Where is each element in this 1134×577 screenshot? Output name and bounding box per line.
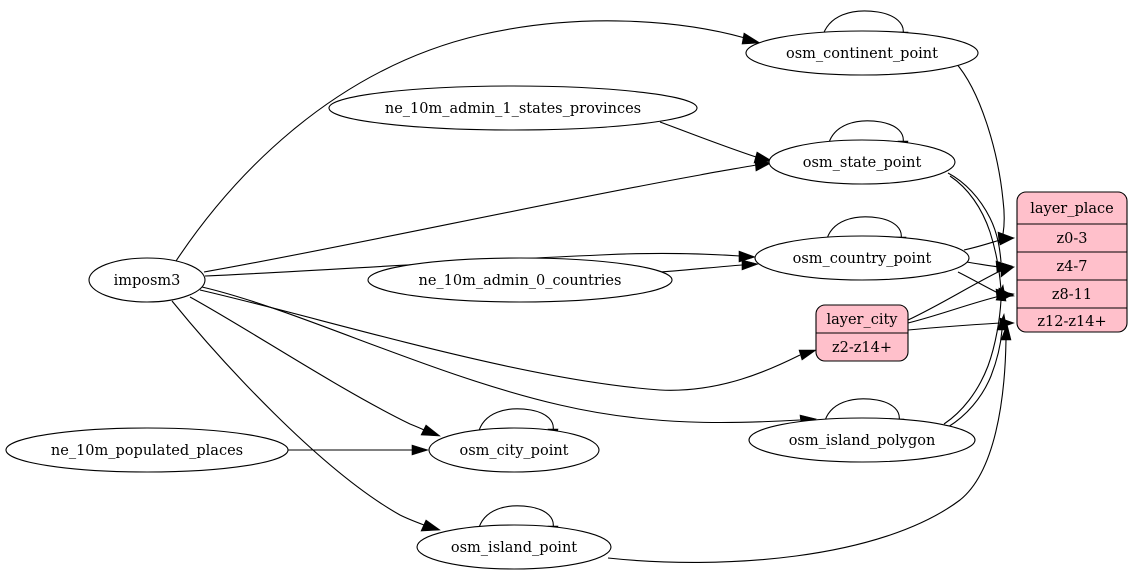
record-layer_place-row-z12-z14plus[interactable]: z12-z14+ (1037, 314, 1106, 330)
edge-ne_countries-to-osm_country_point (659, 259, 760, 273)
node-ne_10m_admin_1_states_provinces[interactable]: ne_10m_admin_1_states_provinces (328, 85, 698, 131)
edge-imposm3-to-layer_city (199, 289, 817, 391)
node-ne_10m_populated_places[interactable]: ne_10m_populated_places (5, 427, 289, 473)
record-node-layer_city[interactable]: layer_city z2-z14+ (815, 304, 909, 362)
edge-imposm3-to-osm_island_point (171, 300, 441, 532)
edge-ne_populated-to-osm_city_point (288, 444, 430, 456)
edge-osm_island_polygon-to-layer_place-z12-z14 (947, 312, 1008, 428)
edge-ne_states-to-osm_state_point (659, 121, 773, 164)
node-osm_island_polygon-label: osm_island_polygon (789, 433, 936, 449)
node-osm_city_point[interactable]: osm_city_point (428, 427, 600, 473)
edge-layer (171, 10, 1015, 563)
node-ne_10m_admin_1_states_provinces-label: ne_10m_admin_1_states_provinces (385, 101, 641, 117)
edge-layer_city-to-layer_place-z4-7 (907, 265, 1015, 321)
edge-osm_continent_point-to-layer_place-z0-3 (954, 61, 1015, 244)
node-osm_state_point[interactable]: osm_state_point (768, 139, 956, 185)
record-layer_city-title: layer_city (826, 312, 898, 328)
record-node-layer_place[interactable]: layer_place z0-3 z4-7 z8-11 z12-z14+ (1016, 191, 1128, 333)
node-ne_10m_admin_0_countries-label: ne_10m_admin_0_countries (419, 273, 622, 289)
record-layer_place-title: layer_place (1030, 201, 1114, 217)
node-layer: imposm3 ne_10m_admin_1_states_provinces … (5, 30, 979, 570)
node-osm_country_point[interactable]: osm_country_point (754, 235, 970, 281)
node-osm_island_polygon[interactable]: osm_island_polygon (748, 417, 976, 463)
record-layer: layer_place z0-3 z4-7 z8-11 z12-z14+ lay… (815, 191, 1128, 362)
edge-imposm3-to-osm_island_polygon (201, 286, 817, 426)
edge-osm_island_point-to-layer_place-z12-z14 (607, 322, 1012, 563)
node-ne_10m_admin_0_countries[interactable]: ne_10m_admin_0_countries (367, 257, 673, 303)
record-layer_place-row-z8-11[interactable]: z8-11 (1052, 287, 1092, 303)
edge-imposm3-to-osm_state_point (203, 159, 772, 273)
record-layer_place-row-z4-7[interactable]: z4-7 (1057, 259, 1088, 275)
node-imposm3-label: imposm3 (114, 273, 181, 289)
record-layer_place-row-z0-3[interactable]: z0-3 (1057, 231, 1088, 247)
edge-imposm3-to-osm_continent_point (175, 20, 761, 262)
node-osm_state_point-label: osm_state_point (803, 155, 922, 171)
node-osm_continent_point-label: osm_continent_point (786, 46, 938, 62)
node-osm_country_point-label: osm_country_point (793, 251, 932, 267)
node-osm_continent_point[interactable]: osm_continent_point (745, 30, 979, 76)
node-osm_island_point-label: osm_island_point (451, 540, 577, 556)
edge-osm_island_polygon-to-layer_place-z8-11 (943, 284, 1007, 425)
node-osm_island_point[interactable]: osm_island_point (416, 524, 612, 570)
node-osm_city_point-label: osm_city_point (459, 443, 568, 459)
edge-imposm3-to-osm_city_point (189, 296, 441, 437)
edge-osm_country_point-to-layer_place-z0-3 (963, 234, 1015, 251)
node-imposm3[interactable]: imposm3 (88, 257, 206, 303)
record-layer_city-row-z2-z14plus[interactable]: z2-z14+ (832, 340, 892, 356)
node-ne_10m_populated_places-label: ne_10m_populated_places (51, 443, 243, 459)
